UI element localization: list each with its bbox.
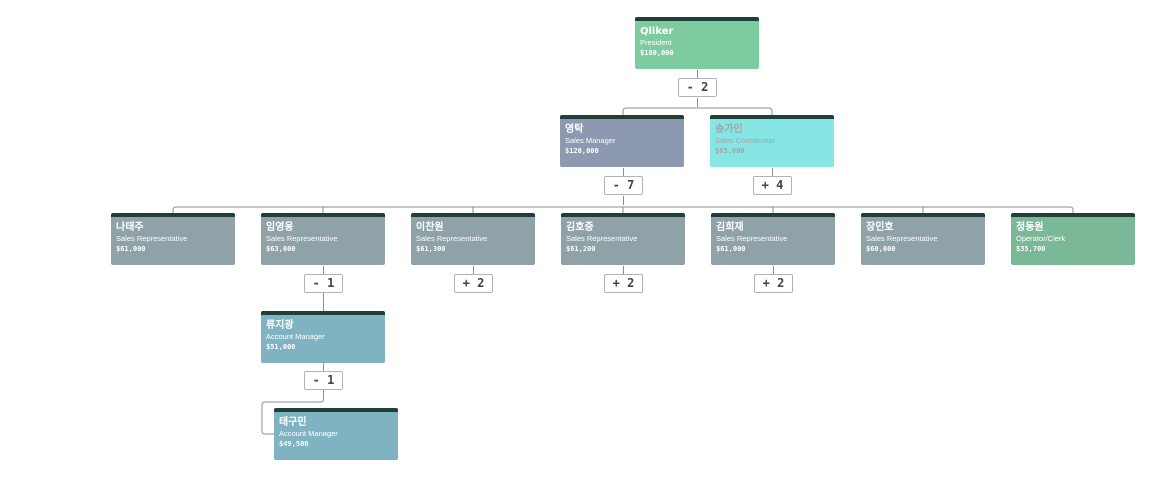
node-lee-chanwon[interactable]: 이찬원 Sales Representative $61,300 bbox=[411, 213, 535, 265]
node-title: Operator/Clerk bbox=[1016, 234, 1066, 243]
node-name: 나태주 bbox=[116, 222, 144, 233]
toggle-kim-hojung[interactable]: + 2 bbox=[604, 274, 643, 293]
node-jung-dongwon[interactable]: 정동원 Operator/Clerk $35,700 bbox=[1011, 213, 1135, 265]
node-name: 이찬원 bbox=[416, 222, 444, 233]
node-salary: $35,700 bbox=[1016, 245, 1046, 253]
toggle-kim-heejae[interactable]: + 2 bbox=[754, 274, 793, 293]
node-jang-minho[interactable]: 장민호 Sales Representative $60,000 bbox=[861, 213, 985, 265]
connector-ryu-tae bbox=[261, 390, 324, 435]
toggle-song-gain[interactable]: + 4 bbox=[753, 176, 792, 195]
node-salary: $63,000 bbox=[266, 245, 296, 253]
node-tae-gumin[interactable]: 태구민 Account Manager $49,500 bbox=[274, 408, 398, 460]
toggle-qliker[interactable]: - 2 bbox=[678, 78, 717, 97]
node-salary: $49,500 bbox=[279, 440, 309, 448]
node-title: President bbox=[640, 38, 672, 47]
node-name: 송가인 bbox=[715, 124, 743, 135]
node-salary: $63,000 bbox=[715, 147, 745, 155]
node-salary: $51,000 bbox=[266, 343, 296, 351]
toggle-ryu-jigwang[interactable]: - 1 bbox=[304, 371, 343, 390]
node-title: Sales Representative bbox=[416, 234, 488, 243]
node-name: 김호중 bbox=[566, 222, 594, 233]
node-title: Sales Representative bbox=[116, 234, 188, 243]
node-salary: $61,000 bbox=[116, 245, 146, 253]
node-salary: $61,300 bbox=[416, 245, 446, 253]
node-kim-hojung[interactable]: 김호중 Sales Representative $61,200 bbox=[561, 213, 685, 265]
node-salary: $61,200 bbox=[566, 245, 596, 253]
node-salary: $120,000 bbox=[565, 147, 599, 155]
node-name: 장민호 bbox=[866, 222, 894, 233]
node-name: 태구민 bbox=[279, 417, 307, 428]
node-title: Account Manager bbox=[279, 429, 338, 438]
node-kim-heejae[interactable]: 김희재 Sales Representative $61,000 bbox=[711, 213, 835, 265]
node-salary: $180,000 bbox=[640, 49, 674, 57]
toggle-lee-chanwon[interactable]: + 2 bbox=[454, 274, 493, 293]
node-name: 정동원 bbox=[1016, 222, 1044, 233]
node-youngtak[interactable]: 영탁 Sales Manager $120,000 bbox=[560, 115, 684, 167]
node-title: Sales Coordinator bbox=[715, 136, 776, 145]
node-name: Qliker bbox=[640, 26, 674, 37]
node-salary: $61,000 bbox=[716, 245, 746, 253]
toggle-youngtak[interactable]: - 7 bbox=[604, 176, 643, 195]
node-name: 영탁 bbox=[565, 124, 584, 135]
toggle-lim-youngwoong[interactable]: - 1 bbox=[304, 274, 343, 293]
node-title: Sales Manager bbox=[565, 136, 616, 145]
node-title: Sales Representative bbox=[566, 234, 638, 243]
node-salary: $60,000 bbox=[866, 245, 896, 253]
node-qliker[interactable]: Qliker President $180,000 bbox=[635, 17, 759, 69]
node-title: Sales Representative bbox=[866, 234, 938, 243]
node-name: 임영웅 bbox=[266, 222, 294, 233]
node-title: Sales Representative bbox=[716, 234, 788, 243]
node-ryu-jigwang[interactable]: 류지광 Account Manager $51,000 bbox=[261, 311, 385, 363]
node-title: Account Manager bbox=[266, 332, 325, 341]
node-title: Sales Representative bbox=[266, 234, 338, 243]
node-lim-youngwoong[interactable]: 임영웅 Sales Representative $63,000 bbox=[261, 213, 385, 265]
node-name: 김희재 bbox=[716, 222, 744, 233]
node-song-gain[interactable]: 송가인 Sales Coordinator $63,000 bbox=[710, 115, 834, 167]
node-na-taeju[interactable]: 나태주 Sales Representative $61,000 bbox=[111, 213, 235, 265]
connector-qliker bbox=[622, 98, 773, 115]
node-name: 류지광 bbox=[266, 320, 294, 331]
